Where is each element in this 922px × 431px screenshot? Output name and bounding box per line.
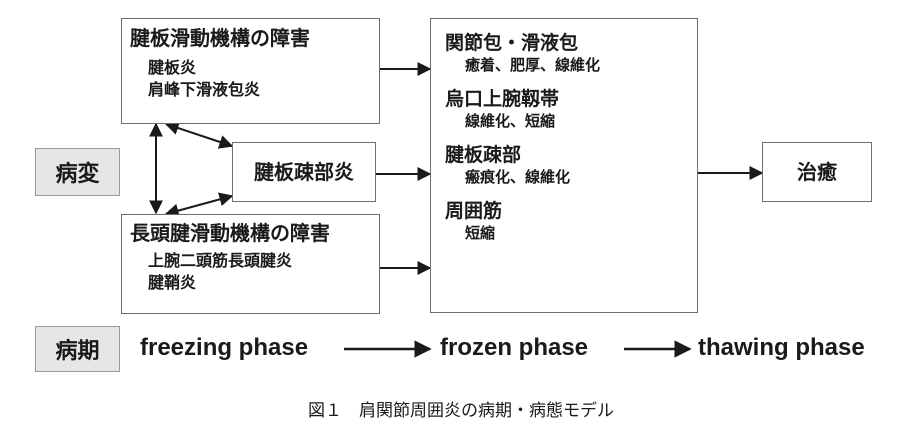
change-group-title: 関節包・滑液包: [445, 32, 579, 54]
healing-title: 治癒: [797, 160, 837, 184]
tendon-sliding-item: 肩峰下滑液包炎: [148, 80, 261, 99]
rotator-interval-box: 腱板疎部炎: [232, 142, 376, 202]
tendon-sliding-item: 腱板炎: [148, 58, 197, 77]
pathology-label: 病変: [35, 148, 120, 196]
tendon-sliding-box: 腱板滑動機構の障害 腱板炎 肩峰下滑液包炎: [121, 18, 380, 124]
change-group-title: 烏口上腕靱帯: [445, 88, 560, 110]
change-group-detail: 短縮: [465, 224, 496, 242]
tissue-changes-box: 関節包・滑液包 癒着、肥厚、線維化 烏口上腕靱帯 線維化、短縮 腱板疎部 瘢痕化…: [430, 18, 698, 313]
pathology-label-text: 病変: [55, 162, 100, 187]
healing-box: 治癒: [762, 142, 872, 202]
change-group-title: 周囲筋: [445, 200, 503, 222]
change-group-title: 腱板疎部: [445, 144, 522, 166]
change-group-detail: 癒着、肥厚、線維化: [465, 56, 601, 74]
stage-label: 病期: [35, 326, 120, 372]
rotator-interval-title: 腱板疎部炎: [254, 160, 354, 184]
tendon-sliding-title: 腱板滑動機構の障害: [130, 26, 310, 50]
biceps-sliding-item: 腱鞘炎: [148, 273, 197, 292]
biceps-sliding-title: 長頭腱滑動機構の障害: [130, 221, 330, 245]
change-group-detail: 線維化、短縮: [465, 112, 556, 130]
biceps-sliding-item: 上腕二頭筋長頭腱炎: [148, 251, 293, 270]
phase-frozen: frozen phase: [440, 334, 589, 361]
phase-thawing: thawing phase: [698, 334, 865, 361]
arrow-tendon-cuff: [164, 121, 234, 149]
stage-label-text: 病期: [55, 339, 100, 364]
arrow-biceps-cuff: [164, 192, 234, 218]
figure-caption: 図１ 肩関節周囲炎の病期・病態モデル: [308, 401, 614, 421]
change-group-detail: 瘢痕化、線維化: [465, 168, 571, 186]
phase-freezing: freezing phase: [140, 334, 309, 361]
biceps-sliding-box: 長頭腱滑動機構の障害 上腕二頭筋長頭腱炎 腱鞘炎: [121, 214, 380, 314]
